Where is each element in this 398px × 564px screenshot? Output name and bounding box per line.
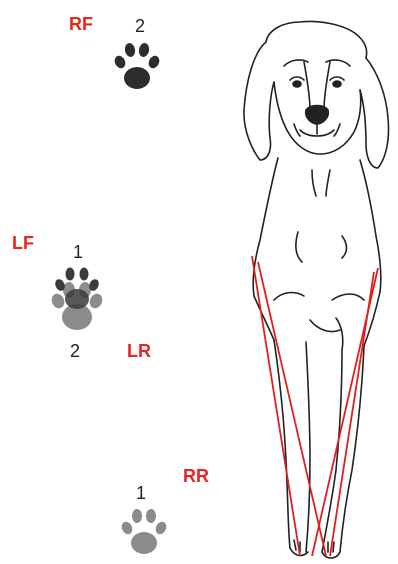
paw-print-icon-lf-lr <box>48 265 106 335</box>
number-lr: 2 <box>70 342 80 360</box>
paw-print-icon-rr <box>120 505 168 557</box>
number-rr: 1 <box>136 484 146 502</box>
number-lf: 1 <box>73 243 83 261</box>
number-rf: 2 <box>135 17 145 35</box>
label-lr: LR <box>127 342 151 360</box>
paw-print-icon-rf <box>114 38 160 94</box>
dog-illustration <box>238 0 398 564</box>
label-lf: LF <box>12 234 34 252</box>
label-rf: RF <box>69 15 93 33</box>
label-rr: RR <box>183 467 209 485</box>
